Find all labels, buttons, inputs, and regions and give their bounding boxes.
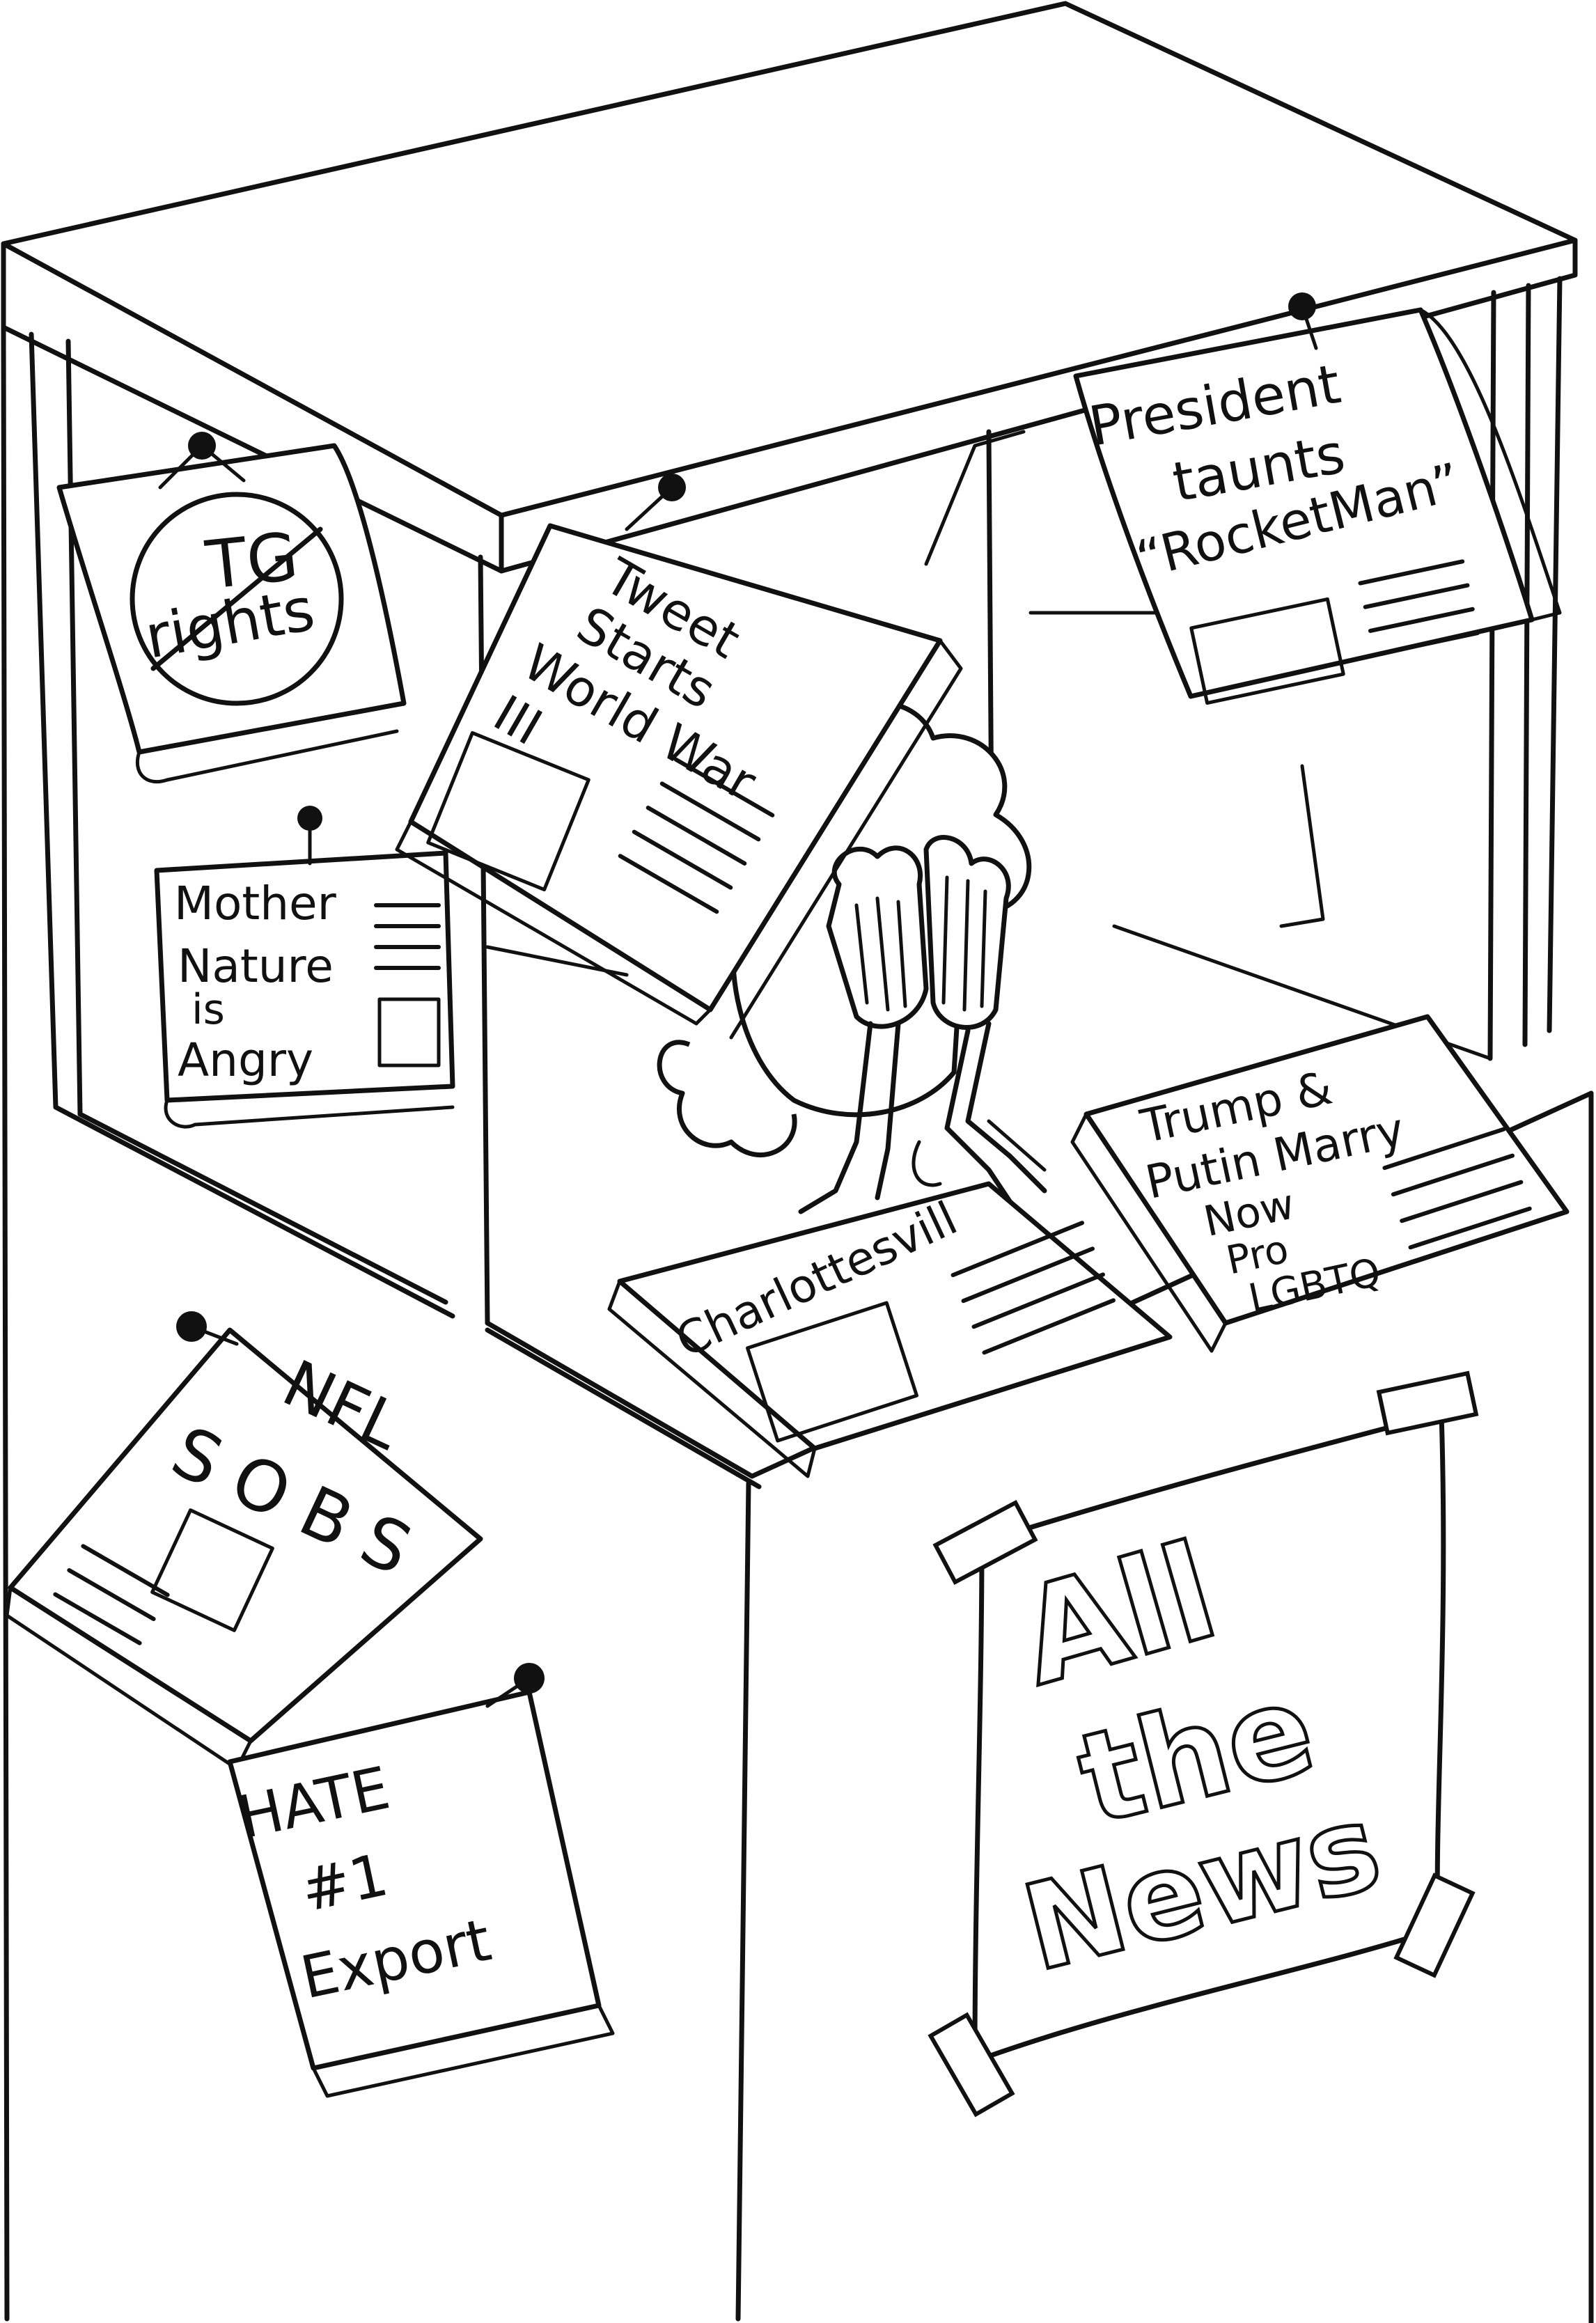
tg-rights-line1: TG [202, 519, 302, 604]
newspaper-photo-icon [150, 1508, 274, 1632]
sign-all-the-news: All the News [928, 1370, 1479, 2118]
newspaper-photo-icon [746, 1301, 918, 1443]
paper-charlottesville: Charlottesvill [607, 1181, 1173, 1478]
mother-nature-line3: is [191, 985, 225, 1034]
paper-nfl-sobs: NFL SOBS [5, 1311, 483, 1771]
tape-icon [1393, 1872, 1476, 1978]
newspaper-photo-icon [426, 730, 590, 892]
newspaper-photo-icon [1189, 597, 1345, 705]
mother-nature-line2: Nature [178, 939, 334, 993]
paper-mother-nature: Mother Nature is Angry [154, 806, 455, 1129]
newspaper-photo-icon [377, 997, 441, 1067]
mother-nature-line1: Mother [174, 877, 337, 930]
tape-icon [1376, 1370, 1479, 1436]
paper-trump-putin: Trump & Putin Marry Now Pro LGBTQ [1070, 1014, 1570, 1353]
paper-hate-export: HATE #1 Export [227, 1663, 615, 2098]
tape-icon [932, 1499, 1038, 1586]
mother-nature-line4: Angry [178, 1033, 313, 1087]
paper-tg-rights: TG rights [56, 432, 407, 784]
paper-president-rocketman: President taunts “RocketMan” [1073, 292, 1562, 705]
tape-icon [928, 2012, 1015, 2118]
